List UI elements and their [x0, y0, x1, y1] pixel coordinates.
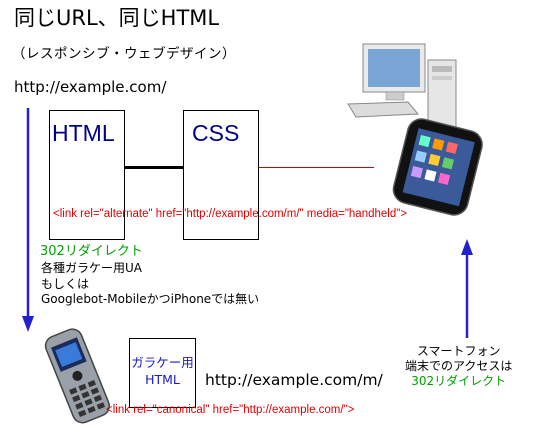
- mobile-html-label: ガラケー用 HTML: [130, 354, 195, 388]
- desktop-computer-icon: [347, 43, 457, 129]
- smartphone-note-line3: 302リダイレクト: [411, 374, 507, 388]
- redirect-conditions: 各種ガラケー用UA もしくは Googlebot-MobileかつiPhoneで…: [41, 261, 259, 308]
- smartphone-redirect-note: スマートフォン 端末でのアクセスは 302リダイレクト: [405, 344, 512, 389]
- mobile-url: http://example.com/m/: [205, 371, 383, 389]
- mobile-html-label-line2: HTML: [145, 372, 180, 387]
- page-subtitle: （レスポンシブ・ウェブデザイン）: [12, 46, 236, 62]
- html-box-label: HTML: [52, 120, 115, 146]
- down-arrow-icon: [22, 108, 34, 332]
- page-title: 同じURL、同じHTML: [14, 6, 220, 30]
- top-url: http://example.com/: [14, 78, 167, 96]
- css-box: CSS: [183, 110, 259, 240]
- condition-line: 各種ガラケー用UA: [41, 261, 142, 275]
- css-box-label: CSS: [192, 120, 240, 146]
- smartphone-icon: [392, 118, 483, 216]
- html-css-connector: [123, 166, 183, 169]
- canonical-link-tag: <link rel="canonical" href="http://examp…: [106, 404, 355, 416]
- mobile-html-label-line1: ガラケー用: [131, 355, 194, 370]
- condition-line: Googlebot-MobileかつiPhoneでは無い: [41, 292, 260, 306]
- alternate-link-tag: <link rel="alternate" href="http://examp…: [53, 208, 408, 220]
- html-box: HTML: [49, 110, 125, 240]
- feature-phone-icon: [44, 328, 111, 424]
- alternate-relation-line: [258, 167, 374, 168]
- up-arrow-icon: [461, 239, 473, 338]
- left-redirect-label: 302リダイレクト: [40, 244, 143, 259]
- smartphone-note-line2: 端末でのアクセスは: [405, 359, 513, 373]
- mobile-html-box: ガラケー用 HTML: [129, 338, 196, 408]
- smartphone-note-line1: スマートフォン: [416, 344, 501, 358]
- condition-line: もしくは: [41, 276, 90, 291]
